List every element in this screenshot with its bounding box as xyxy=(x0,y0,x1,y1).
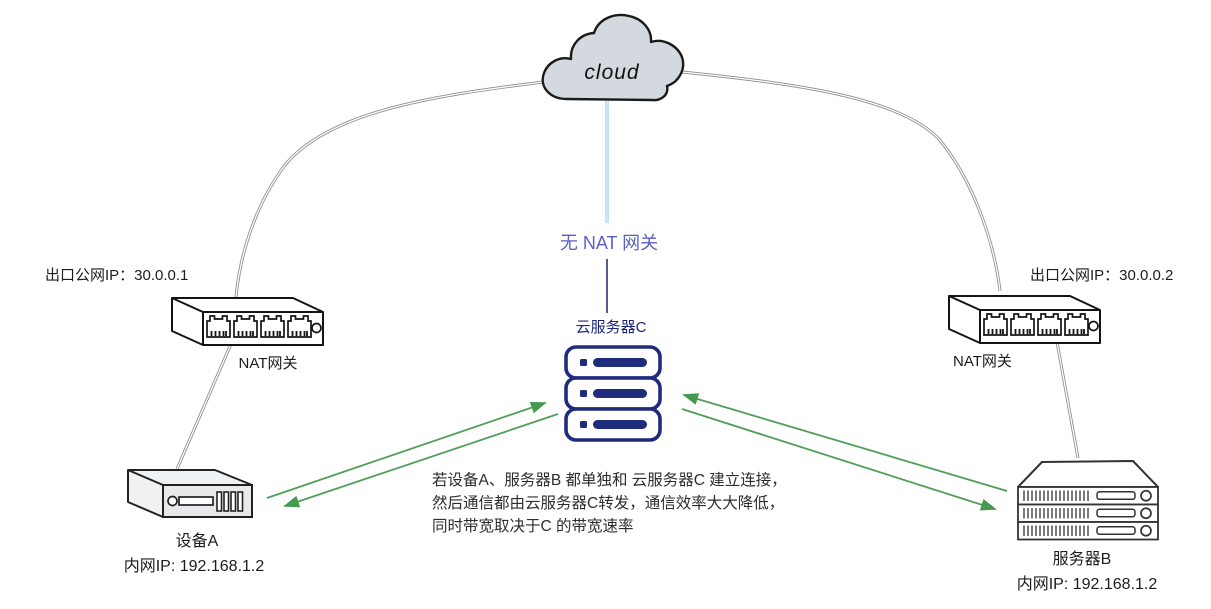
public-ip-right-label: 出口公网IP：30.0.0.2 xyxy=(1030,267,1174,284)
no-nat-gateway-label: 无 NAT 网关 xyxy=(559,233,659,253)
server-b-icon xyxy=(1017,460,1159,540)
cloud-label: cloud xyxy=(584,61,640,84)
uplink-right-line xyxy=(681,70,1002,292)
server-b-label: 服务器B xyxy=(1052,551,1112,568)
note-line-1: 若设备A、服务器B 都单独和 云服务器C 建立连接， xyxy=(432,472,787,489)
arrow-server-b-to-server-c xyxy=(682,393,1008,492)
cloud-server-c-label: 云服务器C xyxy=(575,319,647,336)
arrow-server-c-to-device-a xyxy=(283,413,559,508)
nat-gateway-right-icon xyxy=(949,296,1100,343)
cloud-icon xyxy=(541,13,685,102)
note-line-2: 然后通信都由云服务器C转发，通信效率大大降低， xyxy=(432,495,785,512)
arrow-device-a-to-server-c xyxy=(266,401,547,499)
device-a-label: 设备A xyxy=(175,533,219,550)
server-b-ip-label: 内网IP: 192.168.1.2 xyxy=(1016,576,1158,593)
note-line-3: 同时带宽取决于C 的带宽速率 xyxy=(432,518,634,535)
nat-gateway-left-icon xyxy=(172,298,323,345)
device-a-icon xyxy=(127,469,253,518)
server-c-icon xyxy=(564,345,662,442)
nat-gateway-left-label: NAT网关 xyxy=(238,355,298,372)
nat-gateway-right-label: NAT网关 xyxy=(953,353,1012,370)
arrow-server-c-to-server-b xyxy=(681,408,997,511)
uplink-left-line xyxy=(234,80,544,298)
public-ip-left-label: 出口公网IP：30.0.0.1 xyxy=(45,267,189,284)
gateway-to-server-b-line xyxy=(1055,341,1080,459)
gateway-to-device-a-line xyxy=(175,343,233,470)
device-a-ip-label: 内网IP: 192.168.1.2 xyxy=(123,558,265,575)
note-text: 若设备A、服务器B 都单独和 云服务器C 建立连接， 然后通信都由云服务器C转发… xyxy=(432,469,787,538)
